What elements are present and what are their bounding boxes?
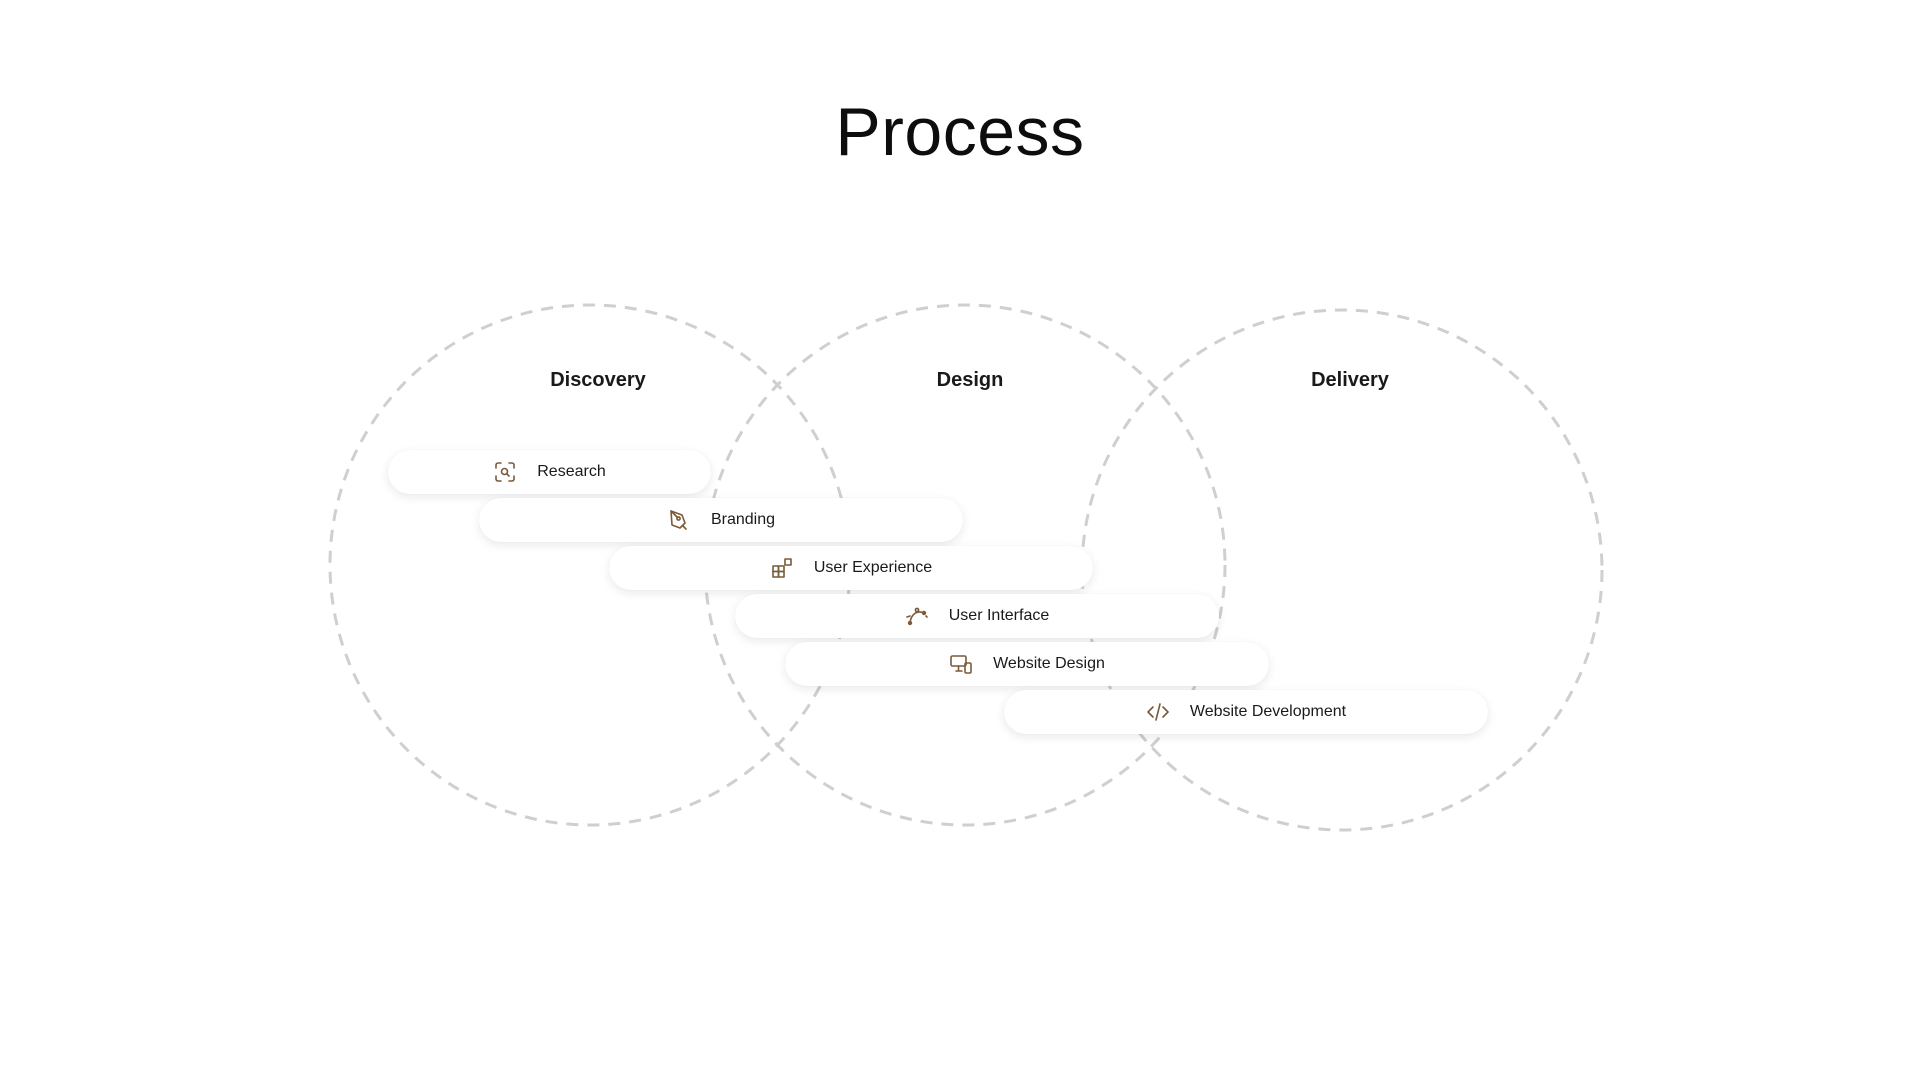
phase-label-discovery: Discovery	[550, 369, 646, 391]
bezier-curve-icon	[905, 604, 929, 628]
search-scan-icon	[493, 460, 517, 484]
step-branding: Branding	[479, 498, 963, 542]
step-website-development: Website Development	[1004, 690, 1488, 734]
step-label: User Interface	[948, 607, 1050, 624]
code-icon	[1146, 700, 1170, 724]
step-user-experience: User Experience	[609, 546, 1093, 590]
step-label: Research	[537, 463, 606, 480]
step-user-interface: User Interface	[735, 594, 1219, 638]
step-label: Branding	[710, 511, 776, 528]
phase-label-design: Design	[936, 369, 1004, 391]
blocks-icon	[770, 556, 794, 580]
phase-label-delivery: Delivery	[1311, 369, 1389, 391]
step-label: Website Design	[993, 655, 1105, 672]
devices-icon	[949, 652, 973, 676]
step-label: User Experience	[813, 559, 933, 576]
step-research: Research	[388, 450, 711, 494]
pen-tool-icon	[667, 508, 691, 532]
page-title: Process	[835, 94, 1085, 170]
step-website-design: Website Design	[785, 642, 1269, 686]
step-label: Website Development	[1189, 703, 1347, 720]
